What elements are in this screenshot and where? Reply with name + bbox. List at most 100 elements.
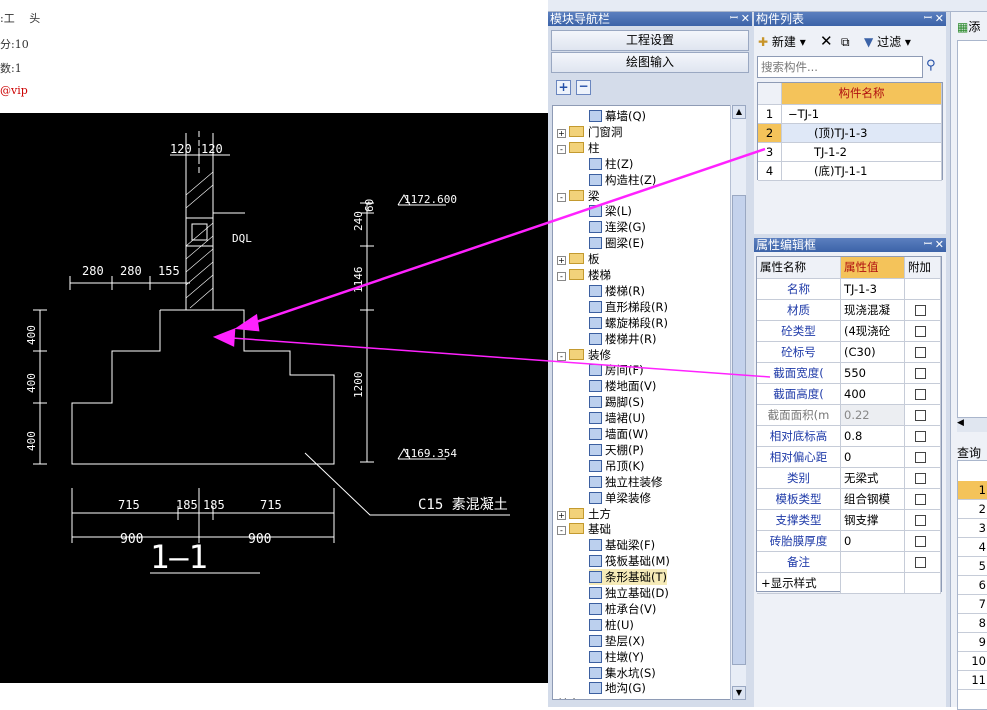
property-value[interactable]: 钢支撑 (841, 510, 905, 531)
property-value[interactable]: (4现浇砼 (841, 321, 905, 342)
tree-item[interactable]: +土方 (557, 506, 611, 522)
extra-checkbox[interactable] (915, 431, 926, 442)
tree-item[interactable]: +门窗洞 (557, 124, 623, 140)
query-row-number[interactable]: 2 (958, 500, 987, 519)
tree-item[interactable]: 桩(U) (589, 617, 634, 633)
component-row[interactable]: TJ-1-2 (782, 143, 942, 162)
property-value[interactable]: (C30) (841, 342, 905, 363)
query-row-number[interactable]: 8 (958, 614, 987, 633)
component-row[interactable]: (顶)TJ-1-3 (782, 124, 942, 143)
collapse-all-icon[interactable]: − (576, 80, 591, 95)
tree-item[interactable]: 地沟(G) (589, 680, 646, 696)
property-value[interactable]: 0 (841, 531, 905, 552)
query-row-number[interactable]: 9 (958, 633, 987, 652)
extra-checkbox[interactable] (915, 452, 926, 463)
expand-icon[interactable]: + (557, 128, 566, 138)
property-value[interactable] (841, 573, 905, 594)
tree-item[interactable]: 吊顶(K) (589, 458, 645, 474)
tree-item[interactable]: 独立基础(D) (589, 585, 669, 601)
scroll-thumb[interactable] (732, 195, 746, 665)
tree-item[interactable]: -梁 (557, 188, 600, 204)
scroll-up-icon[interactable]: ▲ (732, 105, 746, 119)
tree-item[interactable]: -装修 (557, 347, 611, 363)
query-row-number[interactable]: 1 (958, 481, 987, 500)
tree-item[interactable]: 桩承台(V) (589, 601, 656, 617)
tree-item[interactable]: 楼梯井(R) (589, 331, 656, 347)
tree-item[interactable]: 墙裙(U) (589, 410, 645, 426)
new-component-button[interactable]: ✚ 新建 ▾ (758, 35, 806, 49)
property-value[interactable]: 0 (841, 447, 905, 468)
column-header-name[interactable]: 构件名称 (782, 83, 942, 105)
tree-item[interactable]: -基础 (557, 521, 611, 537)
drawing-input-button[interactable]: 绘图输入 (551, 52, 749, 73)
project-settings-button[interactable]: 工程设置 (551, 30, 749, 51)
property-value[interactable]: 550 (841, 363, 905, 384)
collapse-icon[interactable]: - (557, 144, 566, 154)
scroll-down-icon[interactable]: ▼ (732, 686, 746, 700)
property-value[interactable] (841, 552, 905, 573)
tree-item[interactable]: 柱墩(Y) (589, 649, 644, 665)
extra-checkbox[interactable] (915, 473, 926, 484)
extra-checkbox[interactable] (915, 368, 926, 379)
scroll-left-icon[interactable]: ◀ (957, 418, 987, 432)
property-value[interactable]: 0.8 (841, 426, 905, 447)
extra-checkbox[interactable] (915, 305, 926, 316)
close-icon[interactable]: ✕ (740, 12, 750, 25)
tree-item[interactable]: 筏板基础(M) (589, 553, 670, 569)
tree-item[interactable]: 独立柱装修 (589, 474, 663, 490)
collapse-icon[interactable]: - (557, 526, 566, 536)
query-row-number[interactable]: 7 (958, 595, 987, 614)
expand-icon[interactable]: + (557, 256, 566, 266)
tree-item[interactable]: 螺旋梯段(R) (589, 315, 668, 331)
collapse-icon[interactable]: - (557, 351, 566, 361)
tree-item-partial[interactable]: 其它 (557, 696, 580, 699)
query-row-number[interactable]: 10 (958, 652, 987, 671)
component-row[interactable]: −TJ-1 (782, 105, 942, 124)
extra-checkbox[interactable] (915, 515, 926, 526)
pin-icon[interactable]: ꟷ (923, 239, 932, 250)
component-row[interactable]: (底)TJ-1-1 (782, 162, 942, 181)
query-row-number[interactable]: 3 (958, 519, 987, 538)
tree-item[interactable]: 楼地面(V) (589, 378, 656, 394)
search-icon[interactable]: ⚲ (926, 58, 936, 73)
tree-item[interactable]: +板 (557, 251, 600, 267)
tree-item[interactable]: 垫层(X) (589, 633, 645, 649)
collapse-icon[interactable]: − (788, 107, 798, 121)
tree-item[interactable]: 柱(Z) (589, 156, 633, 172)
tree-item[interactable]: 条形基础(T) (589, 569, 667, 586)
toolbar-strip[interactable] (548, 0, 987, 12)
extra-checkbox[interactable] (915, 494, 926, 505)
tree-item[interactable]: 连梁(G) (589, 219, 646, 235)
query-row-number[interactable]: 6 (958, 576, 987, 595)
property-value[interactable]: TJ-1-3 (841, 279, 905, 300)
query-row-number[interactable]: 4 (958, 538, 987, 557)
tree-item[interactable]: 圈梁(E) (589, 235, 644, 251)
filter-button[interactable]: ▼ 过滤 ▾ (864, 35, 911, 49)
expand-icon[interactable]: + (557, 510, 566, 520)
property-value[interactable]: 400 (841, 384, 905, 405)
extra-checkbox[interactable] (915, 536, 926, 547)
tree-item[interactable]: 幕墙(Q) (589, 108, 646, 124)
tree-item[interactable]: -柱 (557, 140, 600, 156)
delete-icon[interactable]: ✕ (820, 32, 833, 50)
query-row-number[interactable]: 11 (958, 671, 987, 690)
tree-item[interactable]: 集水坑(S) (589, 665, 656, 681)
close-icon[interactable]: ✕ (934, 12, 944, 25)
expand-icon[interactable]: + (761, 576, 771, 590)
tree-item[interactable]: 墙面(W) (589, 426, 648, 442)
extra-checkbox[interactable] (915, 326, 926, 337)
property-value[interactable]: 现浇混凝 (841, 300, 905, 321)
tree-item[interactable]: 单梁装修 (589, 490, 651, 506)
tree-item[interactable]: 基础梁(F) (589, 537, 655, 553)
search-input[interactable]: 搜索构件... (757, 56, 923, 78)
pin-icon[interactable]: ꟷ (923, 13, 932, 24)
tree-item[interactable]: -楼梯 (557, 267, 611, 283)
extra-checkbox[interactable] (915, 410, 926, 421)
copy-icon[interactable]: ⧉ (841, 35, 850, 49)
extra-checkbox[interactable] (915, 347, 926, 358)
collapse-icon[interactable]: - (557, 272, 566, 281)
extra-checkbox[interactable] (915, 389, 926, 400)
close-icon[interactable]: ✕ (934, 238, 944, 251)
property-value[interactable]: 组合钢模 (841, 489, 905, 510)
tree-item[interactable]: 天棚(P) (589, 442, 644, 458)
